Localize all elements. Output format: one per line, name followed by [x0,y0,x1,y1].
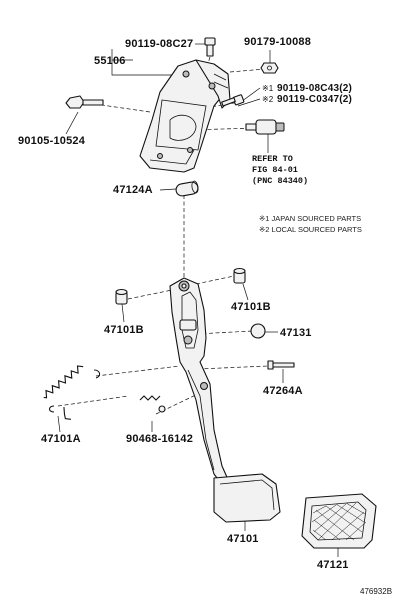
pedal-clevis-hole [183,335,193,345]
spring-hook-bottom [48,405,55,413]
leader-47101a [57,415,61,433]
pedal-arm-upper-face [181,291,199,349]
bolt-90119-08c43[interactable] [221,94,245,107]
bolt-top-shank [206,44,214,57]
leader-90119-c0347 [237,98,261,107]
switch-connector [275,122,285,132]
nut-90179-10088[interactable] [260,62,279,74]
label-47264a[interactable]: 47264A [263,385,303,397]
switch-plunger [245,123,257,131]
pedal-pad-plate [213,473,281,523]
refer-line-2[interactable]: FIG 84-01 [252,165,298,175]
collar-end [191,180,199,194]
pad-tread-pattern [311,502,367,541]
figure-number: 476932B [360,587,392,596]
cushion-47131[interactable] [250,323,266,339]
switch-body [255,119,277,135]
align-spring-top [95,365,181,377]
pin-head [267,360,274,370]
pad-face [309,501,367,541]
label-90119-c0347[interactable]: 90119-C0347(2) [277,94,352,105]
collar-body [175,181,199,197]
pin-shank [271,362,295,368]
align-47264a [197,365,269,370]
align-bushing-right [195,275,235,285]
pedal-arm [169,277,231,491]
pedal-pivot-hole [181,283,187,289]
leader-47101b-right [242,283,249,301]
spring-hook-top [93,369,101,379]
bushing-47101b-right[interactable] [233,267,246,284]
leader-47101b-left [121,303,125,323]
bracket-opening [169,114,197,141]
bracket-recess [155,99,207,151]
spring-coil [43,365,84,420]
bolt-90119-08c27[interactable] [204,37,216,57]
pedal-spring-hole [200,382,208,390]
label-90105-10524[interactable]: 90105-10524 [18,135,86,147]
label-90119-08c43[interactable]: 90119-08C43(2) [277,83,352,94]
bracket-hole-4 [187,147,193,153]
bushing-47101b-left[interactable] [115,288,128,305]
label-90119-08c27[interactable]: 90119-08C27 [125,38,193,50]
leader-90105-10524 [65,111,79,135]
bracket-ribs [213,73,229,89]
pin-47264a[interactable] [267,360,295,370]
bracket-hole-1 [182,70,190,78]
spring-47101a[interactable] [41,364,104,425]
bracket-base-edge [149,149,195,165]
pedal-arm-edge [187,369,215,471]
mark-local-2: ※2 [262,95,274,104]
collar-47124a[interactable] [175,180,199,197]
stop-lamp-switch[interactable] [245,119,285,135]
legend-line-2: ※2 LOCAL SOURCED PARTS [259,225,362,234]
bolt-left-shank [82,99,104,106]
refer-line-3[interactable]: (PNC 84340) [252,176,308,186]
cushion-body [250,323,266,339]
label-47131[interactable]: 47131 [280,327,312,339]
brake-pedal-47101[interactable] [169,277,281,523]
pedal-clevis-block [179,319,197,331]
align-spring-bottom [57,395,129,407]
pedal-pad-47121[interactable] [301,493,377,549]
label-47121[interactable]: 47121 [317,559,349,571]
label-47101a[interactable]: 47101A [41,433,81,445]
align-switch [187,127,259,131]
legend-line-1: ※1 JAPAN SOURCED PARTS [259,214,361,223]
leader-47124a [159,188,177,191]
bolt-left-head [65,95,85,109]
label-55106[interactable]: 55106 [94,55,126,67]
clip-body [139,395,161,401]
label-47101b-left[interactable]: 47101B [104,324,144,336]
label-47101[interactable]: 47101 [227,533,259,545]
label-90468-16142[interactable]: 90468-16142 [126,433,193,445]
label-90179-10088[interactable]: 90179-10088 [244,36,311,48]
bushing-left-top [115,288,128,296]
clip-head [158,405,166,413]
bolt-90105-10524[interactable] [65,95,104,109]
bolt-top-head [204,37,216,46]
pedal-bracket-55106[interactable] [139,59,231,173]
clip-90468-16142[interactable] [139,395,166,413]
leader-55106 [111,49,178,76]
refer-line-1[interactable]: REFER TO [252,154,293,164]
align-nut-top [229,68,266,73]
mark-japan-1: ※1 [262,84,274,93]
label-47124a[interactable]: 47124A [113,184,153,196]
pedal-pad-edge [219,479,275,511]
pad-body [301,493,377,549]
leader-lines [57,43,339,557]
nut-top-hole [267,65,272,71]
bushing-right-top [233,267,246,275]
side-bolt-shank [221,97,236,107]
bracket-hole-3 [157,153,163,159]
label-47101b-right[interactable]: 47101B [231,301,271,313]
nut-top [260,62,279,74]
bracket-hole-2 [208,82,216,90]
align-bushing-left [127,289,173,300]
